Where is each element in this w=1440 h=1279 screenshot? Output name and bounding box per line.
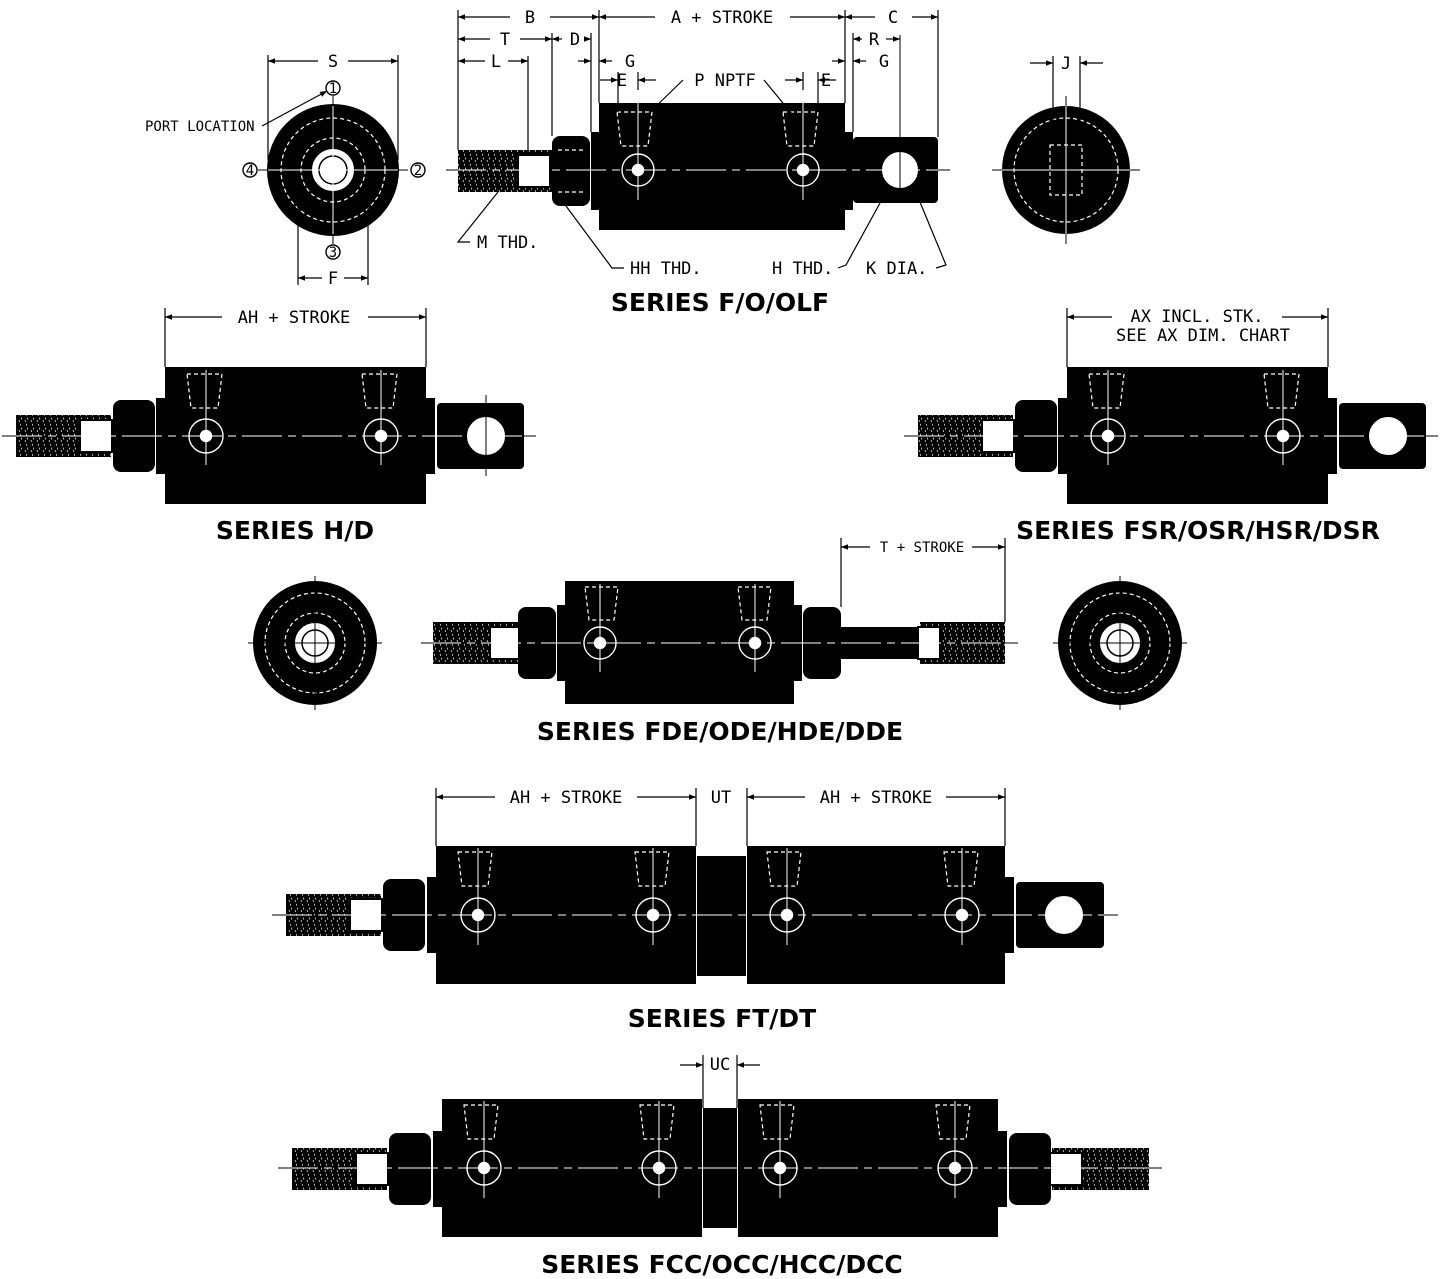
- k-dia-label: K DIA.: [866, 259, 927, 279]
- dim-ft-lines: [435, 788, 1006, 846]
- dim-row1-top-lines: [457, 10, 939, 150]
- dim-f-label: F: [328, 269, 338, 289]
- dim-ax-label-line2: SEE AX DIM. CHART: [1116, 326, 1290, 346]
- dim-r-label: R: [869, 30, 880, 50]
- dim-ah-stroke-hd-label: AH + STROKE: [238, 308, 351, 328]
- hh-thd-label: HH THD.: [630, 259, 702, 279]
- m-thd-label: M THD.: [477, 233, 538, 253]
- dim-ah-stroke-ft-left-label: AH + STROKE: [510, 788, 623, 808]
- dim-uc-lines: [680, 1055, 760, 1108]
- dim-ax-label-line1: AX INCL. STK.: [1130, 307, 1263, 327]
- dim-ut-label: UT: [711, 788, 731, 808]
- view-fcc-side: [278, 1099, 1162, 1237]
- dim-j-label: J: [1061, 54, 1071, 74]
- dim-s-label: S: [328, 52, 338, 72]
- title-series-f-o-olf: SERIES F/O/OLF: [611, 288, 829, 317]
- dim-t-stroke-lines: [840, 538, 1006, 622]
- title-series-ft-dt: SERIES FT/DT: [628, 1004, 817, 1033]
- dim-ah-stroke-hd-lines: [164, 308, 427, 367]
- view-fde-left-end: [248, 576, 382, 710]
- view-f-o-olf-left-end: [242, 80, 426, 260]
- dim-c-label: C: [888, 8, 898, 28]
- port-location-leader: [261, 90, 328, 127]
- view-h-d-side: [2, 367, 536, 504]
- title-series-fsr: SERIES FSR/OSR/HSR/DSR: [1016, 516, 1380, 545]
- port-number-4: 4: [246, 163, 254, 179]
- view-fde-right-end: [1053, 576, 1187, 710]
- dim-s-lines: [267, 55, 399, 160]
- dim-b-label: B: [525, 8, 535, 28]
- view-fsr-side: [904, 367, 1438, 504]
- dim-ah-stroke-ft-right-label: AH + STROKE: [820, 788, 933, 808]
- callout-leaders-row1: [456, 189, 947, 269]
- title-series-fcc: SERIES FCC/OCC/HCC/DCC: [541, 1250, 903, 1279]
- dim-uc-label: UC: [710, 1055, 730, 1075]
- dim-g-left-label: G: [625, 52, 635, 72]
- dim-g-right-label: G: [879, 52, 889, 72]
- view-f-o-olf-right-end: [992, 56, 1140, 244]
- dim-a-stroke-label: A + STROKE: [671, 8, 773, 28]
- dim-d-label: D: [570, 30, 580, 50]
- dim-p-nptf-label: P NPTF: [694, 71, 755, 91]
- title-series-h-d: SERIES H/D: [216, 516, 374, 545]
- dim-t-stroke-label: T + STROKE: [880, 540, 964, 556]
- view-f-o-olf-side: [446, 35, 950, 230]
- dim-f-lines: [297, 200, 369, 285]
- port-location-label: PORT LOCATION: [145, 119, 255, 135]
- port-number-3: 3: [329, 245, 337, 261]
- title-series-fde: SERIES FDE/ODE/HDE/DDE: [537, 717, 903, 746]
- dim-e-right-label: E: [821, 71, 831, 91]
- port-number-1: 1: [329, 81, 337, 97]
- dim-l-label: L: [491, 52, 501, 72]
- h-thd-label: H THD.: [772, 259, 833, 279]
- view-fde-side: [421, 581, 1018, 704]
- port-number-2: 2: [414, 163, 422, 179]
- dim-t-label: T: [500, 30, 510, 50]
- dim-ax-lines: [1066, 308, 1329, 367]
- view-ft-dt-side: [272, 846, 1118, 984]
- dim-e-left-label: E: [617, 71, 627, 91]
